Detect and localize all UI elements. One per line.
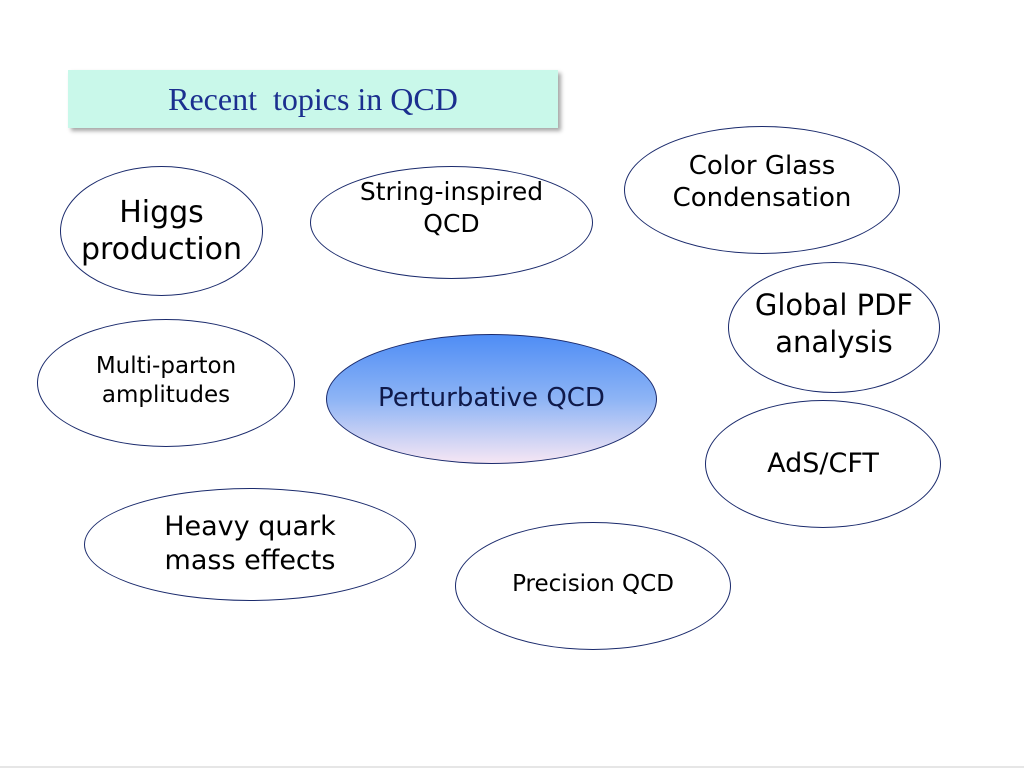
topic-label: Precision QCD [512, 570, 674, 597]
topic-perturbative-qcd: Perturbative QCD [326, 334, 657, 464]
topic-label: Global PDF analysis [754, 288, 914, 359]
topic-label: Perturbative QCD [378, 382, 605, 413]
topic-color-glass-condensation: Color Glass Condensation [624, 126, 900, 254]
topic-label: Color Glass Condensation [672, 150, 852, 214]
topic-multi-parton-amplitudes: Multi-parton amplitudes [37, 319, 295, 447]
topic-string-inspired-qcd: String-inspired QCD [310, 166, 593, 279]
topic-global-pdf-analysis: Global PDF analysis [728, 262, 940, 393]
slide-title: Recent topics in QCD [168, 80, 458, 117]
topic-precision-qcd: Precision QCD [455, 522, 731, 650]
topic-label: Higgs production [80, 194, 243, 268]
topic-ads-cft: AdS/CFT [705, 400, 941, 528]
topic-label: Multi-parton amplitudes [95, 353, 237, 408]
topic-heavy-quark-mass-effects: Heavy quark mass effects [84, 488, 416, 601]
topic-higgs-production: Higgs production [60, 166, 263, 296]
topic-label: Heavy quark mass effects [164, 510, 336, 576]
title-box: Recent topics in QCD [68, 70, 558, 128]
topic-label: String-inspired QCD [359, 177, 544, 238]
topic-label: AdS/CFT [767, 448, 879, 480]
slide-bottom-rule [0, 766, 1024, 768]
